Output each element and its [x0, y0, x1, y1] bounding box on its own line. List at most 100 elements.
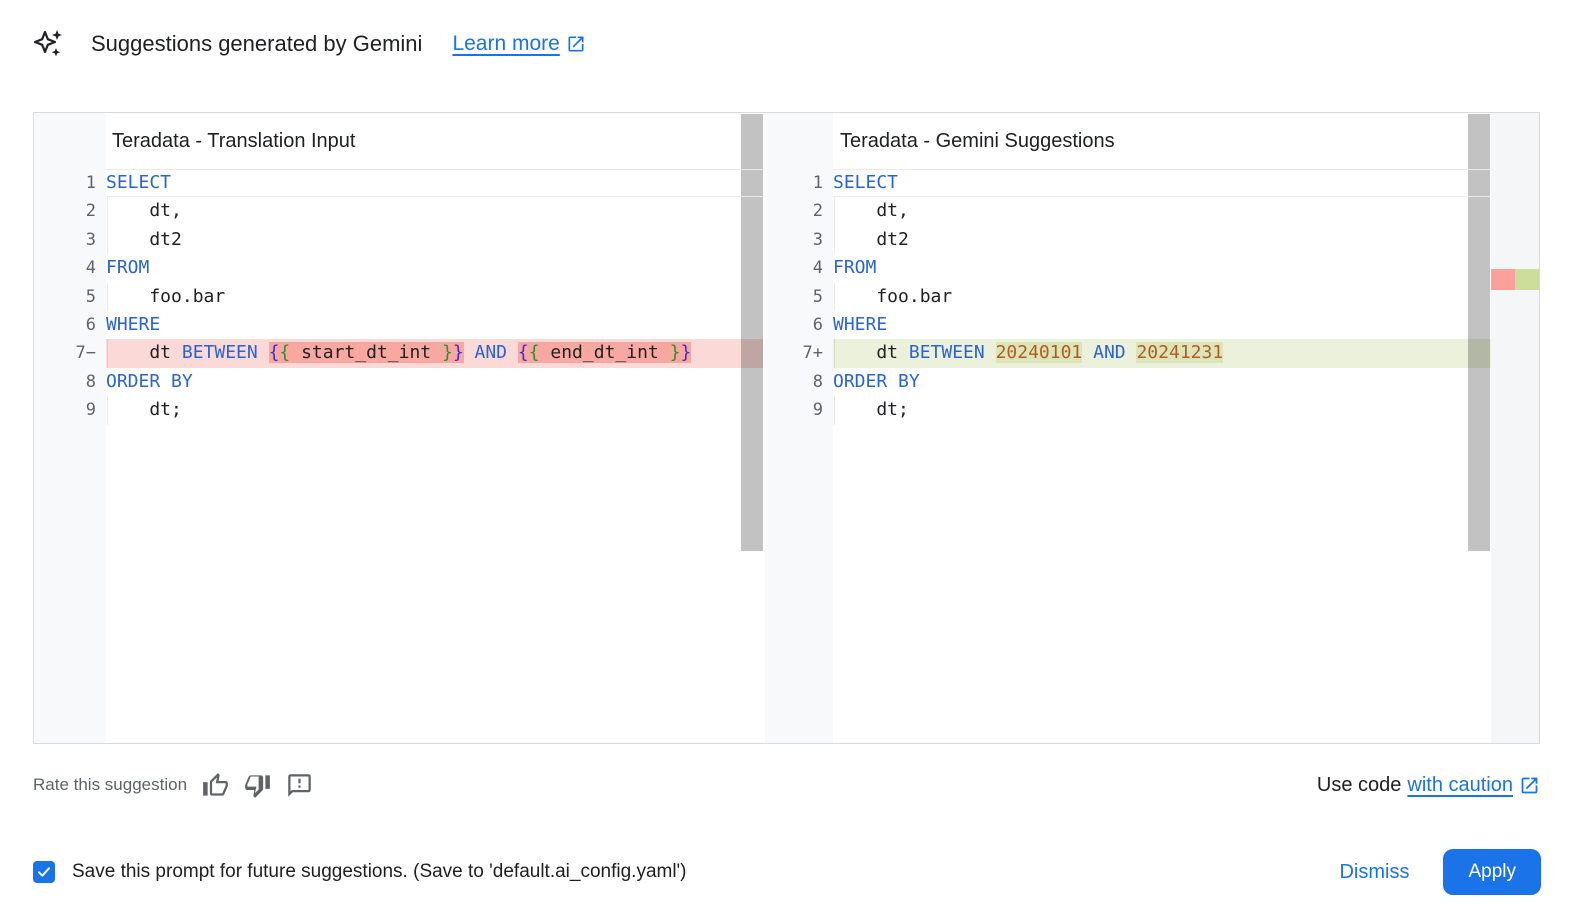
code-line: 9 dt; — [34, 396, 763, 425]
code-line: 2 dt, — [763, 197, 1491, 226]
thumb-up-icon — [203, 772, 228, 796]
apply-button[interactable]: Apply — [1443, 849, 1541, 895]
checkbox-check-icon — [38, 867, 50, 877]
line-content: WHERE — [833, 313, 888, 335]
code-line: 3 dt2 — [763, 225, 1491, 255]
line-content: SELECT — [106, 172, 172, 193]
indent-guide — [107, 225, 108, 255]
header: Suggestions generated by Gemini Learn mo… — [33, 28, 586, 60]
indent-guide — [107, 197, 108, 226]
code-line: 4 FROM — [763, 254, 1491, 282]
vertical-scrollbar-thumb[interactable] — [1468, 114, 1490, 551]
line-content: foo.bar — [833, 282, 1491, 311]
line-content: ORDER BY — [106, 370, 193, 392]
line-number: 2 — [812, 201, 823, 222]
indent-guide — [107, 282, 108, 311]
line-content: dt; — [833, 396, 1491, 425]
line-number: 6 — [812, 314, 823, 335]
line-number-gutter — [765, 113, 833, 743]
line-content: dt; — [106, 396, 763, 425]
thumb-down-button[interactable] — [244, 772, 271, 799]
suggestion-footer: Rate this suggestion Use code with cauti… — [33, 766, 1540, 804]
indent-guide — [834, 282, 835, 311]
line-content: dt, — [106, 197, 763, 226]
code-line: 9 dt; — [763, 396, 1491, 425]
with-caution-link[interactable]: with caution — [1407, 773, 1513, 796]
line-number: 4 — [812, 258, 823, 279]
line-number: 8 — [812, 371, 823, 392]
diff-editor: Teradata - Translation Input 1 SELECT 2 dt… — [33, 112, 1540, 744]
feedback-icon — [288, 773, 311, 797]
code-line: 5 foo.bar — [34, 282, 763, 311]
line-number: 9 — [85, 400, 96, 421]
rate-suggestion-label: Rate this suggestion — [33, 775, 188, 794]
line-number-gutter — [34, 113, 106, 743]
code-line: 1 SELECT — [763, 169, 1491, 197]
line-number: 3 — [85, 229, 96, 250]
indent-guide — [834, 339, 835, 368]
code-line: 7− dt BETWEEN {{ start_dt_int }} AND {{ … — [34, 339, 763, 368]
code-line: 7+ dt BETWEEN 20240101 AND 20241231 — [763, 339, 1491, 368]
line-content: dt BETWEEN 20240101 AND 20241231 — [833, 339, 1491, 368]
diff-overview-ruler[interactable] — [1491, 113, 1539, 743]
code-line: 5 foo.bar — [763, 282, 1491, 311]
line-content: ORDER BY — [833, 370, 920, 392]
save-prompt-checkbox[interactable] — [33, 861, 55, 883]
code-line: 8 ORDER BY — [34, 368, 763, 396]
original-pane-title: Teradata - Translation Input — [112, 130, 356, 152]
code-line: 3 dt2 — [34, 225, 763, 255]
diff-pane-original: Teradata - Translation Input 1 SELECT 2 dt… — [34, 113, 763, 743]
line-content: FROM — [833, 257, 877, 279]
save-prompt-label: Save this prompt for future suggestions.… — [72, 861, 687, 882]
indent-guide — [834, 225, 835, 255]
external-link-icon — [568, 36, 584, 52]
diff-pane-modified: Teradata - Gemini Suggestions 1 SELECT 2 d… — [763, 113, 1539, 743]
line-number: 5 — [812, 286, 823, 307]
use-code-label: Use code — [1316, 773, 1402, 796]
code-line: 1 SELECT — [34, 169, 763, 197]
indent-guide — [834, 197, 835, 226]
line-number: 2 — [85, 201, 96, 222]
page-title: Suggestions generated by Gemini — [91, 31, 423, 56]
line-number: 6 — [85, 314, 96, 335]
line-content: dt2 — [833, 225, 1491, 255]
ruler-removed-marker — [1491, 269, 1515, 290]
external-link-icon — [1521, 777, 1538, 793]
code-line: 4 FROM — [34, 254, 763, 282]
thumb-down-icon — [245, 774, 270, 798]
thumb-up-button[interactable] — [202, 772, 229, 799]
code-line: 6 WHERE — [763, 311, 1491, 339]
line-content: dt, — [833, 197, 1491, 226]
learn-more-link[interactable]: Learn more — [452, 32, 585, 56]
code-line: 2 dt, — [34, 197, 763, 226]
indent-guide — [107, 339, 108, 368]
modified-pane-title: Teradata - Gemini Suggestions — [840, 130, 1115, 152]
line-content: SELECT — [833, 172, 899, 193]
line-number: 5 — [85, 286, 96, 307]
line-number: 3 — [812, 229, 823, 250]
line-number: 1 — [812, 173, 823, 193]
vertical-scrollbar-thumb[interactable] — [741, 114, 763, 551]
line-number: 8 — [85, 371, 96, 392]
line-content: WHERE — [106, 313, 161, 335]
code-line: 8 ORDER BY — [763, 368, 1491, 396]
bottom-action-bar: Save this prompt for future suggestions.… — [33, 846, 1541, 898]
line-content: foo.bar — [106, 282, 763, 311]
line-content: dt2 — [106, 225, 763, 255]
line-number: 1 — [85, 173, 96, 193]
line-number: 7− — [75, 343, 96, 364]
line-number: 4 — [85, 258, 96, 279]
ruler-added-marker — [1515, 269, 1539, 290]
indent-guide — [834, 396, 835, 425]
dismiss-button[interactable]: Dismiss — [1339, 860, 1410, 883]
line-content: dt BETWEEN {{ start_dt_int }} AND {{ end… — [106, 339, 763, 368]
line-content: FROM — [106, 257, 150, 279]
feedback-button[interactable] — [286, 772, 313, 799]
line-number: 7+ — [802, 343, 823, 364]
gemini-sparkle-icon — [33, 30, 62, 57]
indent-guide — [107, 396, 108, 425]
code-line: 6 WHERE — [34, 311, 763, 339]
line-number: 9 — [812, 400, 823, 421]
